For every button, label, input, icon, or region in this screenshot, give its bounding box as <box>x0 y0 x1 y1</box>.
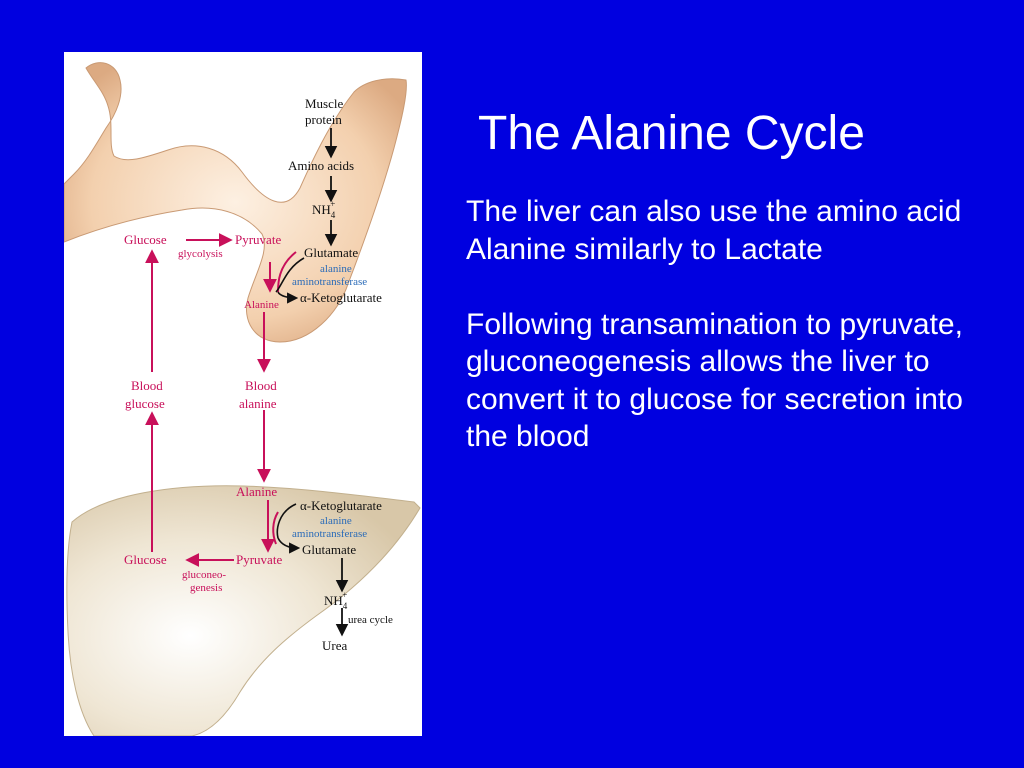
paragraph-2: Following transamination to pyruvate, gl… <box>466 307 963 454</box>
arm-illustration <box>64 62 407 343</box>
arrow-akg-liver-curve <box>276 503 297 539</box>
label-glutamate-muscle: Glutamate <box>304 245 358 260</box>
arrow-to-glutamate-liver <box>277 537 301 554</box>
label-glucose-muscle: Glucose <box>124 232 167 247</box>
label-alanine-liver: Alanine <box>236 484 277 499</box>
slide-body: The liver can also use the amino acid Al… <box>466 193 1006 493</box>
label-muscle: Muscle <box>305 96 344 111</box>
label-nh4-bottom: NH4+ <box>324 590 348 611</box>
label-gluconeo-1: gluconeo- <box>182 569 226 581</box>
label-enzyme-liver-1: alanine <box>320 515 352 527</box>
label-protein: protein <box>305 112 342 127</box>
label-blood-alanine-1: Blood <box>245 378 277 393</box>
arrow-glutamate-curve <box>275 257 305 293</box>
label-blood-glucose-1: Blood <box>131 378 163 393</box>
label-akg-liver: α-Ketoglutarate <box>300 498 382 513</box>
slide-title: The Alanine Cycle <box>478 107 865 160</box>
label-pyruvate-liver: Pyruvate <box>236 552 282 567</box>
label-amino-acids: Amino acids <box>288 158 354 173</box>
label-urea-cycle: urea cycle <box>348 614 393 626</box>
label-glycolysis: glycolysis <box>178 248 223 260</box>
label-nh4-top: NH4+ <box>312 199 336 220</box>
label-blood-alanine-2: alanine <box>239 396 277 411</box>
label-enzyme-liver-2: aminotransferase <box>292 528 367 540</box>
label-enzyme-muscle-1: alanine <box>320 263 352 275</box>
label-enzyme-muscle-2: aminotransferase <box>292 276 367 288</box>
label-alanine-muscle: Alanine <box>244 299 279 311</box>
paragraph-1: The liver can also use the amino acid Al… <box>466 195 962 266</box>
label-glutamate-liver: Glutamate <box>302 542 356 557</box>
arrow-liver-magenta-curve <box>272 511 279 545</box>
arrow-to-akg-muscle <box>277 291 299 304</box>
diagram-panel: Muscle protein Amino acids NH4+ Glucose … <box>64 52 422 736</box>
label-blood-glucose-2: glucose <box>125 396 165 411</box>
label-pyruvate-muscle: Pyruvate <box>235 232 281 247</box>
label-glucose-liver: Glucose <box>124 552 167 567</box>
alanine-cycle-diagram: Muscle protein Amino acids NH4+ Glucose … <box>64 62 421 736</box>
label-gluconeo-2: genesis <box>190 582 222 594</box>
label-urea: Urea <box>322 638 347 653</box>
liver-illustration <box>66 485 421 736</box>
label-akg-muscle: α-Ketoglutarate <box>300 290 382 305</box>
